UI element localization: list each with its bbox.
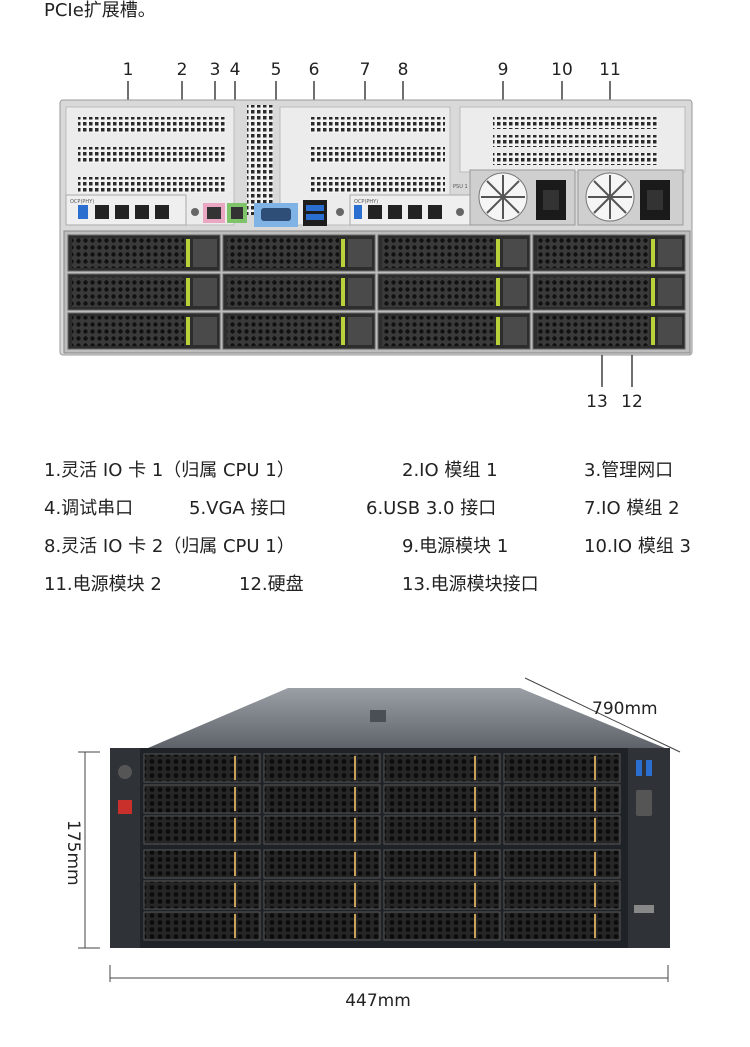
legend-item: 6.USB 3.0 接口 bbox=[366, 498, 497, 519]
front-drive-bay bbox=[143, 880, 261, 910]
drive-bay bbox=[222, 234, 376, 272]
callout-8: 8 bbox=[398, 60, 409, 80]
legend-item: 5.VGA 接口 bbox=[189, 498, 287, 519]
callout-numbers-top: 1 2 3 4 5 6 7 8 9 10 11 bbox=[123, 60, 621, 80]
legend-item: 8.灵活 IO 卡 2（归属 CPU 1） bbox=[44, 536, 295, 557]
callout-13: 13 bbox=[586, 392, 608, 412]
front-drive-bay bbox=[263, 815, 381, 845]
callout-2: 2 bbox=[177, 60, 188, 80]
legend-item: 1.灵活 IO 卡 1（归属 CPU 1） bbox=[44, 460, 295, 481]
front-drive-bay bbox=[503, 753, 621, 783]
drive-bay bbox=[377, 312, 531, 350]
ocp-right-label: OCP(PHY) bbox=[354, 199, 378, 205]
front-drive-bay bbox=[263, 753, 381, 783]
legend-item: 13.电源模块接口 bbox=[402, 574, 539, 595]
callout-10: 10 bbox=[551, 60, 573, 80]
callout-7: 7 bbox=[360, 60, 371, 80]
front-drive-bay bbox=[263, 784, 381, 814]
legend-item: 9.电源模块 1 bbox=[402, 536, 509, 557]
front-drive-bay bbox=[143, 815, 261, 845]
legend-row: 8.灵活 IO 卡 2（归属 CPU 1） 9.电源模块 1 10.IO 模组 … bbox=[44, 532, 744, 570]
front-drive-bay bbox=[503, 911, 621, 941]
drive-bay bbox=[532, 273, 686, 311]
front-drive-bay bbox=[383, 880, 501, 910]
front-drive-bay bbox=[143, 911, 261, 941]
front-drive-bay bbox=[383, 784, 501, 814]
width-dimension: 447mm bbox=[345, 991, 411, 1011]
callout-3: 3 bbox=[210, 60, 221, 80]
server-front-view: 790mm 175mm 447mm bbox=[63, 677, 681, 1011]
front-drive-bay bbox=[263, 911, 381, 941]
drive-bay bbox=[377, 234, 531, 272]
drive-bay bbox=[532, 234, 686, 272]
front-drive-bay bbox=[263, 849, 381, 879]
front-drive-bay bbox=[263, 880, 381, 910]
psu-label: PSU 1 2 bbox=[453, 184, 472, 190]
drive-bay bbox=[67, 273, 221, 311]
front-drive-bay bbox=[503, 784, 621, 814]
component-legend: 1.灵活 IO 卡 1（归属 CPU 1） 2.IO 模组 1 3.管理网口 4… bbox=[44, 456, 744, 608]
drive-bay bbox=[67, 234, 221, 272]
callout-6: 6 bbox=[309, 60, 320, 80]
drive-bay bbox=[377, 273, 531, 311]
front-drive-bay bbox=[503, 815, 621, 845]
callout-4: 4 bbox=[230, 60, 241, 80]
front-drive-bay bbox=[383, 911, 501, 941]
front-drive-bay bbox=[383, 849, 501, 879]
legend-row: 4.调试串口 5.VGA 接口 6.USB 3.0 接口 7.IO 模组 2 bbox=[44, 494, 744, 532]
ocp-left-label: OCP(PHY) bbox=[70, 199, 94, 205]
drive-bay bbox=[222, 273, 376, 311]
legend-item: 2.IO 模组 1 bbox=[402, 460, 498, 481]
callout-12: 12 bbox=[621, 392, 643, 412]
depth-dimension: 790mm bbox=[592, 699, 658, 719]
callout-1: 1 bbox=[123, 60, 134, 80]
callout-5: 5 bbox=[271, 60, 282, 80]
front-drive-bay bbox=[503, 849, 621, 879]
legend-item: 11.电源模块 2 bbox=[44, 574, 162, 595]
rear-panel-diagram: 1 2 3 4 5 6 7 8 9 10 11 bbox=[59, 60, 693, 412]
front-drive-bay bbox=[143, 784, 261, 814]
front-drive-bay bbox=[143, 753, 261, 783]
drive-bay bbox=[67, 312, 221, 350]
drive-bay bbox=[532, 312, 686, 350]
legend-row: 11.电源模块 2 12.硬盘 13.电源模块接口 bbox=[44, 570, 744, 608]
intro-text: PCIe扩展槽。 bbox=[44, 0, 156, 21]
legend-item: 12.硬盘 bbox=[239, 574, 304, 595]
legend-row: 1.灵活 IO 卡 1（归属 CPU 1） 2.IO 模组 1 3.管理网口 bbox=[44, 456, 744, 494]
legend-item: 10.IO 模组 3 bbox=[584, 536, 691, 557]
legend-item: 3.管理网口 bbox=[584, 460, 674, 481]
front-drive-bay bbox=[143, 849, 261, 879]
height-dimension: 175mm bbox=[63, 820, 83, 886]
callout-11: 11 bbox=[599, 60, 621, 80]
callout-9: 9 bbox=[498, 60, 509, 80]
legend-item: 4.调试串口 bbox=[44, 498, 134, 519]
front-drive-bay bbox=[503, 880, 621, 910]
drive-bays bbox=[63, 230, 691, 354]
drive-bay bbox=[222, 312, 376, 350]
front-drive-bay bbox=[383, 753, 501, 783]
front-drive-bay bbox=[383, 815, 501, 845]
legend-item: 7.IO 模组 2 bbox=[584, 498, 680, 519]
